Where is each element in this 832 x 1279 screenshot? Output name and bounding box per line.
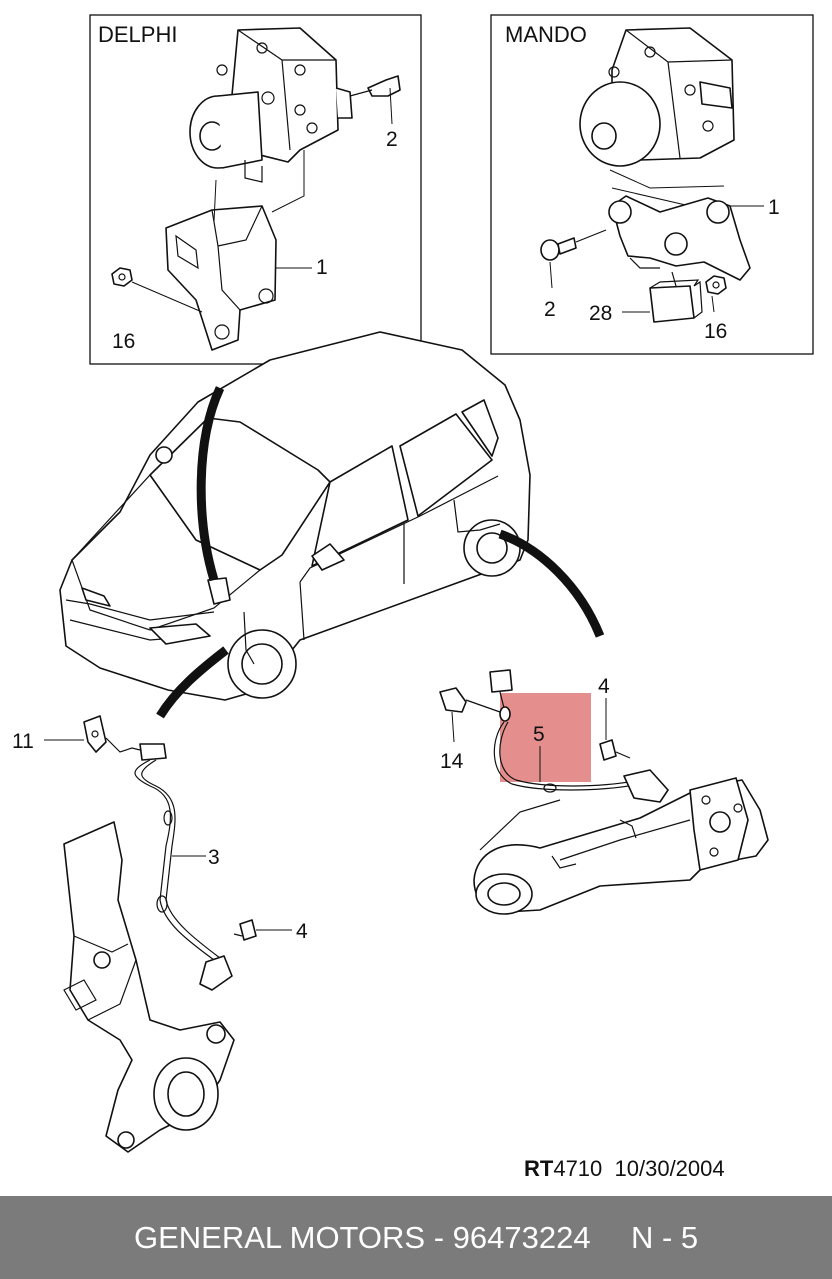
rear-callout-clip: 14: [440, 750, 464, 773]
front-clip-icon: [83, 715, 107, 753]
rear-sensor-assembly: 14 5 4: [439, 669, 769, 915]
delphi-link-arc: [196, 386, 225, 582]
mando-callout-bracket: 1: [768, 196, 780, 219]
mando-callout-module: 28: [589, 302, 612, 325]
rear-callout-bolt: 4: [598, 675, 610, 698]
footer-bar: GENERAL MOTORS - 96473224 N - 5: [0, 1196, 832, 1279]
front-sensor-assembly: 11 3 4: [12, 715, 308, 1153]
delphi-panel: DELPHI 2: [89, 14, 422, 365]
delphi-callout-nut: 16: [112, 330, 135, 353]
rear-bolt-icon: [599, 739, 631, 761]
mando-module-icon: [649, 271, 703, 323]
reference-number: 4710: [553, 1156, 603, 1181]
reference-date: 10/30/2004: [614, 1156, 725, 1181]
footer-page-label: N - 5: [631, 1220, 699, 1255]
delphi-title: DELPHI: [98, 22, 177, 47]
rear-axle-icon: [473, 777, 769, 915]
mando-nut-icon: [705, 275, 727, 295]
rear-callout-cable: 5: [533, 723, 545, 746]
parts-diagram: DELPHI 2: [12, 14, 814, 1153]
front-callout-bolt: 4: [296, 920, 308, 943]
mando-title: MANDO: [505, 22, 587, 47]
steering-knuckle-icon: [63, 821, 235, 1153]
mando-panel: MANDO 2: [490, 14, 814, 355]
delphi-callout-bolt: 2: [386, 128, 398, 151]
highlight-box: [500, 693, 591, 782]
footer-text: GENERAL MOTORS - 96473224: [134, 1220, 591, 1255]
delphi-bracket-icon: [165, 205, 277, 351]
front-callout-cable: 3: [208, 846, 220, 869]
delphi-callout-bracket: 1: [316, 256, 328, 279]
car-illustration-icon: [59, 331, 531, 701]
mando-bolt-icon: [540, 229, 607, 261]
front-bolt-icon: [233, 919, 257, 941]
mando-callout-bolt: 2: [544, 298, 556, 321]
rear-clip-icon: [439, 687, 501, 713]
mando-callout-nut: 16: [704, 320, 727, 343]
rear-link-arc: [498, 529, 605, 638]
front-callout-clip: 11: [12, 730, 34, 753]
reference-line: RT4710 10/30/2004: [524, 1156, 725, 1182]
delphi-abs-unit-icon: [189, 27, 353, 183]
delphi-nut-icon: [111, 267, 133, 287]
reference-prefix: RT: [524, 1156, 554, 1181]
mando-abs-unit-icon: [579, 27, 735, 167]
delphi-bolt-icon: [349, 75, 401, 97]
front-link-arc: [156, 646, 229, 719]
mando-bracket-icon: [608, 195, 751, 281]
